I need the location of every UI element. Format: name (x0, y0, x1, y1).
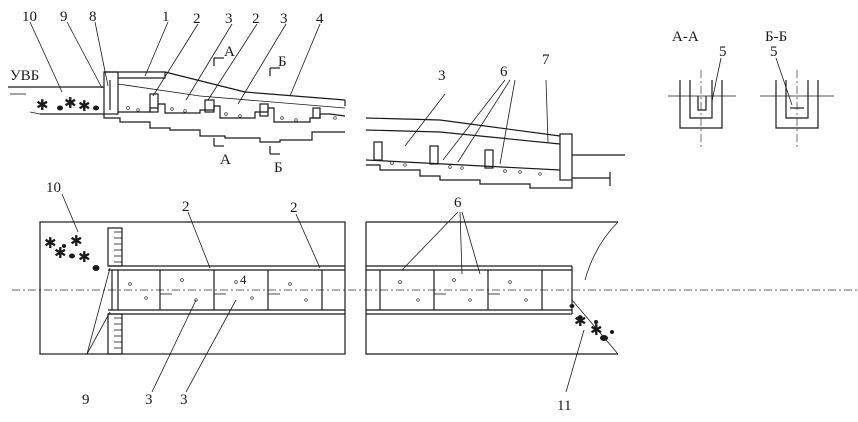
cross-section-AA (668, 70, 736, 150)
label-7: 7 (542, 52, 550, 68)
label-2: 2 (182, 199, 190, 215)
label-8: 8 (89, 9, 97, 25)
label-6: 6 (454, 195, 462, 211)
label-9: 9 (82, 392, 90, 408)
label-10: 10 (46, 180, 61, 196)
label-5: 5 (719, 44, 727, 60)
section-mark-A (213, 57, 224, 147)
section-label-B-top: Б (278, 54, 287, 70)
section-mark-B (269, 67, 280, 155)
svg-text:✱: ✱ (78, 99, 91, 115)
label-6: 6 (500, 64, 508, 80)
cross-section-BB (760, 70, 834, 150)
label-1: 1 (162, 9, 170, 25)
label-10: 10 (22, 9, 37, 25)
label-3: 3 (280, 11, 288, 27)
plan-view: ✱ ✱ ✱ ✱ ✱ ✱ (12, 193, 858, 393)
grating-bottom (107, 313, 123, 355)
svg-text:✱: ✱ (590, 323, 603, 339)
label-11: 11 (557, 398, 571, 414)
svg-text:✱: ✱ (36, 98, 49, 114)
debris-entry: ✱ ✱ ✱ (36, 96, 99, 115)
section-label-B-bottom: Б (274, 160, 283, 176)
section-label-A-top: А (224, 44, 235, 60)
svg-text:✱: ✱ (54, 246, 67, 262)
section-title-BB: Б-Б (765, 29, 787, 45)
svg-text:✱: ✱ (44, 236, 57, 252)
bottom-gravel-right (390, 161, 542, 176)
label-2: 2 (252, 11, 260, 27)
label-3: 3 (225, 11, 233, 27)
section-label-A-bottom: А (220, 152, 231, 168)
label-3: 3 (145, 392, 153, 408)
label-5: 5 (770, 44, 778, 60)
svg-text:✱: ✱ (70, 234, 83, 250)
label-3: 3 (180, 392, 188, 408)
label-4: 4 (240, 272, 247, 287)
debris-upstream: ✱ ✱ ✱ ✱ (44, 234, 100, 271)
longitudinal-section-left: ✱ ✱ ✱ (8, 21, 346, 155)
plan-gravel (128, 278, 528, 302)
svg-text:✱: ✱ (574, 314, 587, 330)
label-3: 3 (438, 68, 446, 84)
section-title-AA: А-А (672, 29, 699, 45)
svg-text:✱: ✱ (64, 96, 77, 112)
longitudinal-section-right (365, 79, 625, 189)
label-4: 4 (316, 11, 324, 27)
bottom-gravel-left (126, 106, 337, 122)
svg-text:✱: ✱ (78, 250, 91, 266)
label-9: 9 (60, 9, 68, 25)
grating-top (107, 227, 123, 267)
label-uvb: УВБ (10, 68, 39, 84)
debris-downstream: ✱ ✱ (569, 304, 614, 341)
label-2: 2 (193, 11, 201, 27)
label-2: 2 (290, 200, 298, 216)
